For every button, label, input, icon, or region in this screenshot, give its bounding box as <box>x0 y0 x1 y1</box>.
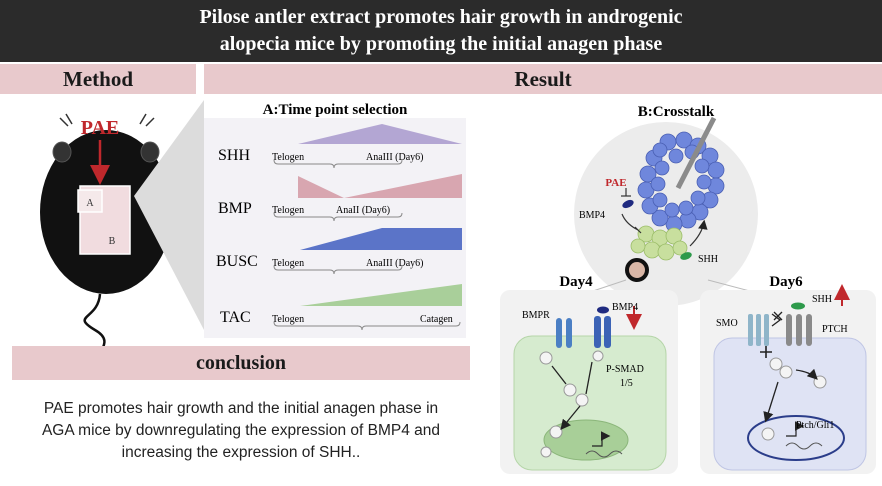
mouse-illustration <box>40 113 172 362</box>
day4-bound-receptor <box>594 306 611 348</box>
pae-label: PAE <box>81 117 120 139</box>
conclusion-line-1: PAE promotes hair growth and the initial… <box>43 400 439 417</box>
conclusion-band: conclusion <box>12 346 470 380</box>
row-tac <box>273 284 462 331</box>
gene-label-shh: SHH <box>218 147 250 164</box>
panel-a-title: A:Time point selection <box>263 102 408 118</box>
day6-ptch-receptor <box>786 302 812 346</box>
day6-target-label: Ptch/Gli1 <box>796 420 834 431</box>
day6-smo-receptor <box>748 314 769 346</box>
day4-ligand-label: BMP4 <box>612 302 638 313</box>
day4-signal-label-2: 1/5 <box>620 378 633 389</box>
panel-b-title: B:Crosstalk <box>638 104 715 120</box>
day6-nucleus <box>747 415 845 461</box>
conclusion-text: PAE promotes hair growth and the initial… <box>12 398 470 464</box>
day4-receptor-label: BMPR <box>522 310 550 321</box>
day4-signal-label-1: P-SMAD <box>606 364 644 375</box>
day6-smo-label: SMO <box>716 318 738 329</box>
region-a-box <box>77 189 103 213</box>
row-shh <box>273 124 462 169</box>
day4-title: Day4 <box>559 274 593 290</box>
hair-follicle <box>621 116 725 282</box>
conclusion-line-3: increasing the expression of SHH.. <box>121 444 361 461</box>
result-heading: Result <box>514 67 572 91</box>
crosstalk-shh-label: SHH <box>698 254 718 265</box>
method-band: Method <box>0 64 196 94</box>
start-label-shh: Telogen <box>272 152 304 163</box>
crosstalk-bmp4-label: BMP4 <box>579 210 605 221</box>
zoom-wedge <box>134 100 204 330</box>
conclusion-heading: conclusion <box>195 352 287 374</box>
end-label-tac: Catagen <box>420 314 453 325</box>
method-heading: Method <box>63 67 133 91</box>
start-label-tac: Telogen <box>272 314 304 325</box>
start-label-busc: Telogen <box>272 258 304 269</box>
region-a-label: A <box>86 198 94 209</box>
end-label-bmp: AnaII (Day6) <box>336 205 390 216</box>
end-label-busc: AnaIII (Day6) <box>366 258 423 269</box>
row-busc <box>273 228 462 275</box>
day6-ptch-label: PTCH <box>822 324 848 335</box>
region-b-label: B <box>109 236 116 247</box>
gene-label-bmp: BMP <box>218 200 252 217</box>
result-band: Result <box>204 64 882 94</box>
day6-ligand-label: SHH <box>812 294 832 305</box>
gene-label-tac: TAC <box>220 309 251 326</box>
crosstalk-pae-label: PAE <box>605 177 626 189</box>
title-banner: Pilose antler extract promotes hair grow… <box>0 0 882 62</box>
conclusion-line-2: AGA mice by downregulating the expressio… <box>41 422 441 439</box>
title-line-1: Pilose antler extract promotes hair grow… <box>199 6 683 28</box>
day6-title: Day6 <box>769 274 803 290</box>
gene-label-busc: BUSC <box>216 253 258 270</box>
row-bmp <box>273 174 462 222</box>
day4-bmpr-receptor <box>556 318 572 348</box>
end-label-shh: AnaIII (Day6) <box>366 152 423 163</box>
title-line-2: alopecia mice by promoting the initial a… <box>219 33 663 55</box>
start-label-bmp: Telogen <box>272 205 304 216</box>
